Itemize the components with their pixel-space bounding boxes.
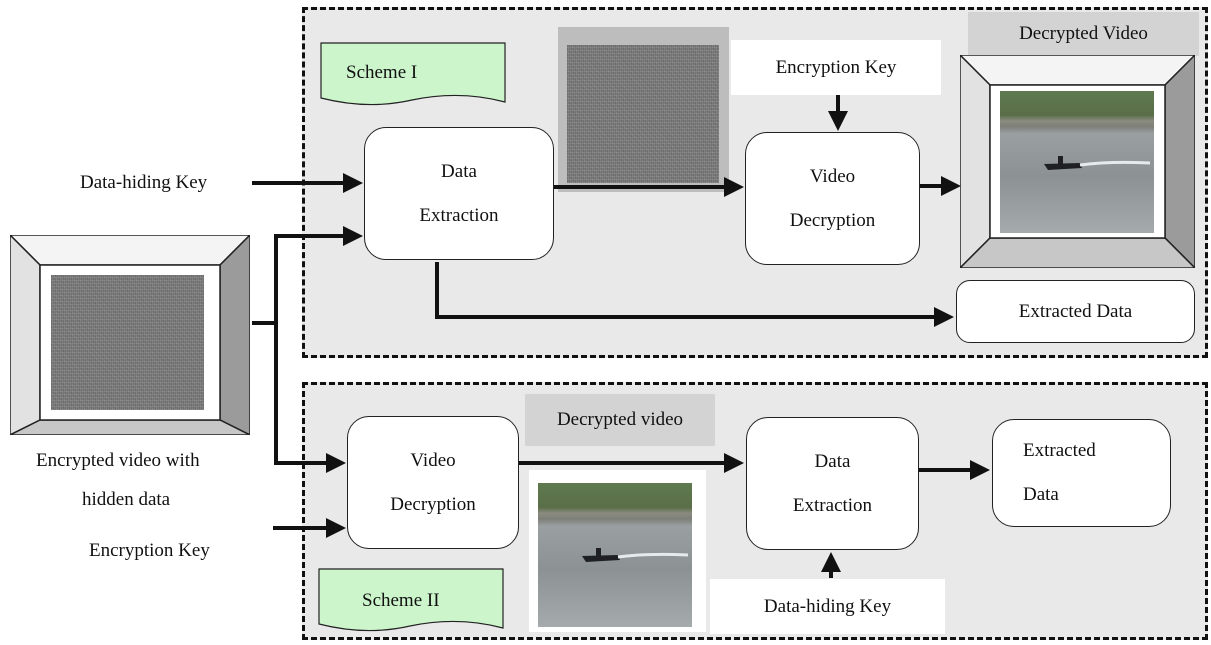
encrypted-video-noise-image [51,275,204,410]
scheme-2-data-extraction-line2: Extraction [792,494,873,516]
scheme-1-extracted-data-block: Extracted Data [956,280,1195,343]
scheme-1-tag-label: Scheme I [346,62,418,83]
encrypted-video-frame [8,233,252,437]
scheme-1-video-decryption-line2: Decryption [789,209,876,231]
scheme-1-decrypted-video-image [1000,91,1154,233]
scheme-1-data-extraction-line2: Extraction [419,204,499,226]
arrow-scheme1-extraction-to-extracted-data [435,262,954,327]
scheme-2-extracted-data-line1: Extracted [1023,440,1096,461]
connector-encrypted-video-trunk [252,226,363,325]
scheme-2-video-decryption-line2: Decryption [390,493,476,515]
scheme-1-decrypted-video-title: Decrypted Video [968,12,1199,56]
scheme-2-data-extraction-line1: Data [814,450,851,472]
scheme-2-decrypted-video-image [538,483,692,627]
encryption-key-input-label: Encryption Key [89,540,210,561]
scheme-2-tag-label: Scheme II [362,590,440,611]
scheme-2-decrypted-video-frame [529,470,706,632]
scheme-1-decrypted-video-frame [958,53,1197,270]
scheme-2-tag: Scheme II [318,568,504,634]
scheme-1-tag: Scheme I [320,42,506,108]
scheme-2-extracted-data-line2: Data [1023,484,1059,505]
scheme-2-decrypted-video-title: Decrypted video [525,394,715,446]
scheme-1-data-extraction-line1: Data [441,160,477,182]
encrypted-video-label-line1: Encrypted video with [36,450,200,471]
connector-encrypted-video-to-scheme2 [274,323,346,473]
data-hiding-key-input-label: Data-hiding Key [80,172,208,193]
scheme-1-encrypted-noise-image [567,45,719,183]
scheme-2-video-decryption-line1: Video [410,449,456,471]
scheme-1-encryption-key-label: Encryption Key [731,40,941,95]
scheme-1-encrypted-noise-frame [558,27,729,192]
encrypted-video-label-line2: hidden data [82,489,171,510]
scheme-2-data-hiding-key-label: Data-hiding Key [710,579,945,634]
scheme-1-video-decryption-line1: Video [809,165,856,187]
